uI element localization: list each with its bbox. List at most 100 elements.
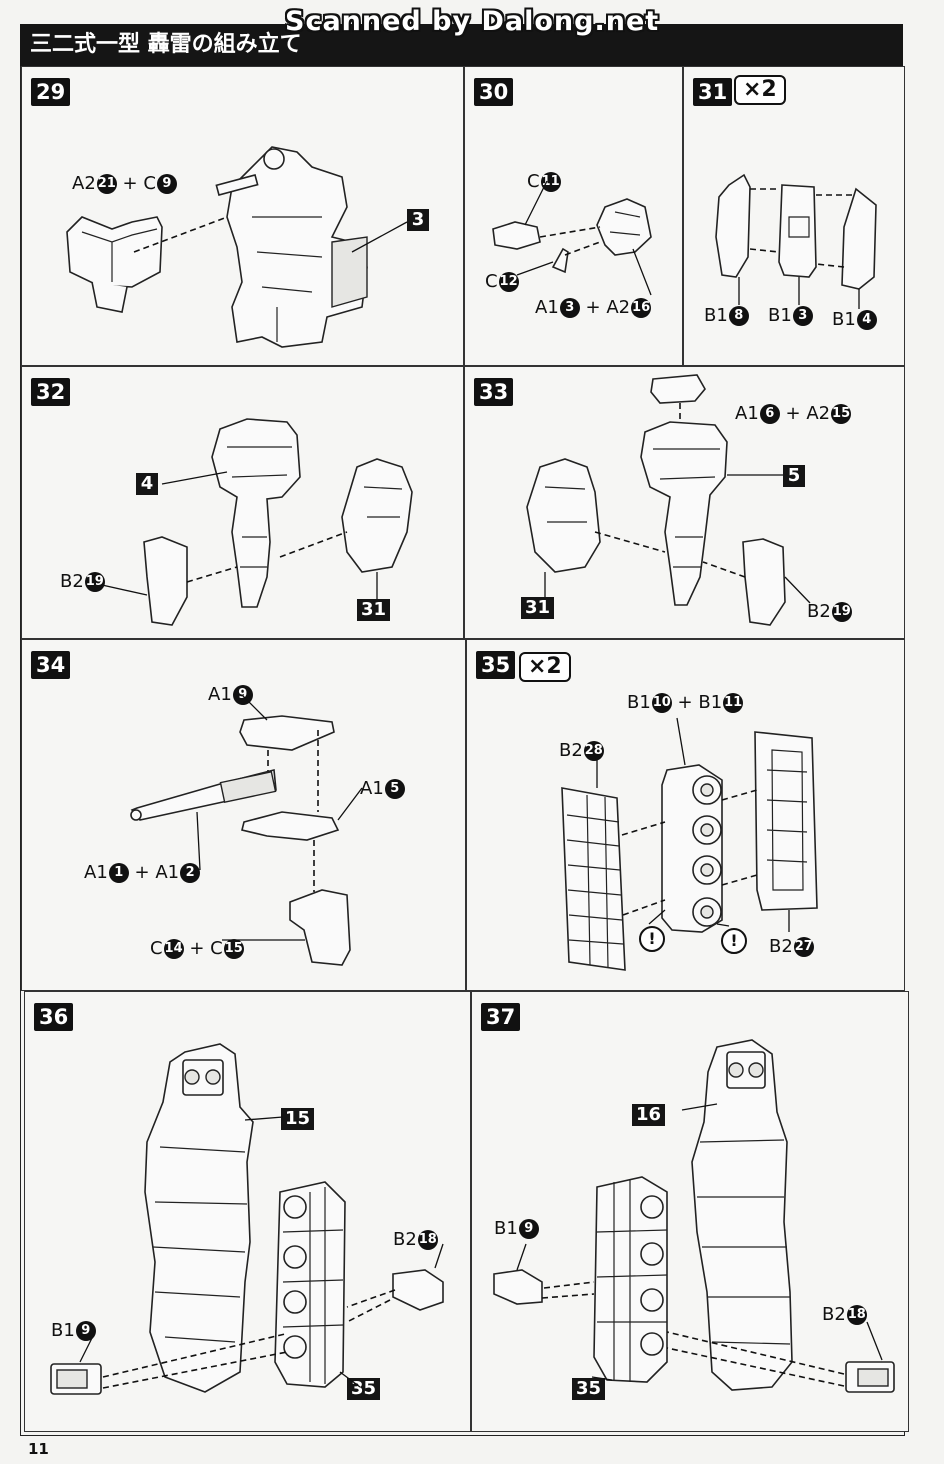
quantity-multiplier: ×2 [734, 75, 786, 105]
part-code: C [485, 271, 498, 292]
assembly-illustration [130, 694, 363, 966]
part-code: A2 [72, 173, 96, 194]
step-reference: 15 [281, 1108, 315, 1130]
watermark: Scanned by Dalong.net [285, 6, 660, 37]
part-number-badge: 4 [856, 310, 877, 330]
page-number: 11 [28, 1440, 49, 1458]
part-code: A2 [806, 403, 831, 424]
part-number-badge: 9 [75, 1321, 96, 1341]
part-code: C [210, 938, 223, 959]
step-number: 34 [31, 651, 71, 679]
part-code: B1 [494, 1218, 518, 1239]
step-number: 37 [481, 1003, 521, 1031]
plus-sign: + [785, 403, 801, 424]
part-code: B2 [769, 936, 793, 957]
step-reference: 3 [407, 209, 429, 231]
part-code: C [150, 938, 163, 959]
caution-icon: ! [639, 926, 665, 952]
part-number-badge: 21 [96, 174, 117, 194]
step-number: 33 [474, 378, 514, 406]
step-number: 30 [474, 78, 514, 106]
plus-sign: + [189, 938, 205, 959]
step-number: 29 [31, 78, 71, 106]
plus-sign: + [585, 297, 601, 318]
plus-sign: + [677, 692, 693, 713]
part-code: B1 [698, 692, 723, 713]
part-code: B1 [832, 309, 856, 330]
step-number: 31 [693, 78, 733, 106]
assembly-illustration [526, 374, 811, 626]
step-reference: 31 [357, 599, 391, 621]
part-number-badge: 8 [728, 306, 749, 326]
assembly-illustration [66, 146, 408, 348]
assembly-illustration [561, 717, 818, 971]
part-number-badge: 6 [759, 404, 780, 424]
part-number-badge: 19 [84, 572, 105, 592]
part-code: B2 [807, 601, 831, 622]
part-number-badge: 3 [559, 298, 580, 318]
part-code: B2 [822, 1304, 846, 1325]
part-number-badge: 18 [417, 1230, 438, 1250]
step-reference: 35 [572, 1378, 606, 1400]
caution-icon: ! [721, 928, 747, 954]
assembly-illustration [101, 418, 413, 626]
part-number-badge: 15 [831, 404, 852, 424]
part-code: B1 [704, 305, 728, 326]
quantity-multiplier: ×2 [519, 652, 571, 682]
page-title: 三二式一型 轟雷の組み立て [20, 24, 903, 66]
part-code: C [527, 171, 540, 192]
part-number-badge: 9 [156, 174, 177, 194]
step-reference: 31 [521, 597, 555, 619]
part-number-badge: 3 [792, 306, 813, 326]
step-number: 35 [476, 651, 516, 679]
part-number-badge: 5 [384, 779, 405, 799]
part-number-badge: 14 [163, 939, 184, 959]
step-reference: 5 [783, 465, 805, 487]
step-reference: 4 [136, 473, 158, 495]
part-code: A2 [606, 297, 631, 318]
step-reference: 16 [632, 1104, 666, 1126]
plus-sign: + [134, 862, 150, 883]
part-code: B2 [393, 1229, 417, 1250]
part-number-badge: 11 [540, 172, 561, 192]
plus-sign: + [122, 173, 138, 194]
part-number-badge: 15 [223, 939, 244, 959]
assembly-illustration [493, 1039, 895, 1393]
part-code: A1 [735, 403, 759, 424]
part-code: A1 [84, 862, 108, 883]
part-code: C [143, 173, 156, 194]
part-code: B2 [559, 740, 583, 761]
part-code: A1 [535, 297, 559, 318]
part-code: A1 [360, 778, 384, 799]
part-number-badge: 9 [518, 1219, 539, 1239]
part-code: B2 [60, 571, 84, 592]
part-number-badge: 27 [793, 937, 814, 957]
step-number: 32 [31, 378, 71, 406]
step-number: 36 [34, 1003, 74, 1031]
assembly-illustration [50, 1043, 444, 1395]
